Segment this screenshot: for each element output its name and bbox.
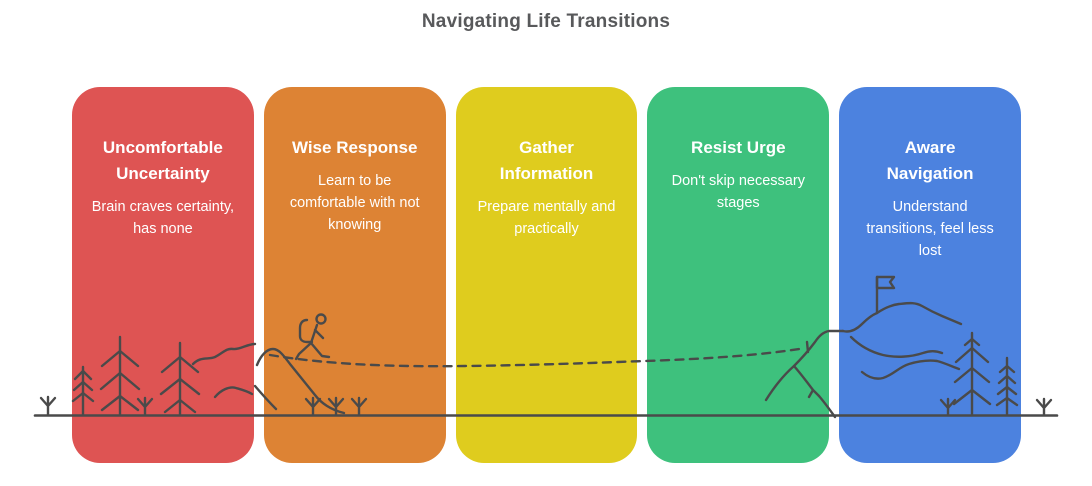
card-title: Resist Urge bbox=[691, 138, 786, 157]
card-gather-information: Gather Information Prepare mentally and … bbox=[455, 87, 638, 463]
card-title: Wise Response bbox=[291, 138, 418, 157]
card-aware-navigation: Aware Navigation Understand transitions,… bbox=[839, 87, 1021, 463]
card-resist-urge: Resist Urge Don't skip necessary stages bbox=[647, 87, 830, 463]
card-uncomfortable-uncertainty: Uncomfortable Uncertainty Brain craves c… bbox=[72, 87, 254, 463]
page-title: Navigating Life Transitions bbox=[421, 11, 671, 32]
card-description: Prepare mentally and practically bbox=[477, 199, 616, 237]
cards-row: Uncomfortable Uncertainty Brain craves c… bbox=[72, 87, 1021, 463]
card-wise-response: Wise Response Learn to be comfortable wi… bbox=[263, 87, 446, 463]
card-title: Aware Navigation bbox=[886, 138, 974, 183]
card-title: Gather Information bbox=[499, 138, 594, 183]
card-description: Don't skip necessary stages bbox=[671, 173, 805, 211]
card-description: Understand transitions, feel less lost bbox=[866, 199, 994, 259]
card-description: Learn to be comfortable with not knowing bbox=[289, 173, 420, 233]
card-description: Brain craves certainty, has none bbox=[91, 199, 235, 237]
card-title: Uncomfortable Uncertainty bbox=[102, 138, 223, 183]
